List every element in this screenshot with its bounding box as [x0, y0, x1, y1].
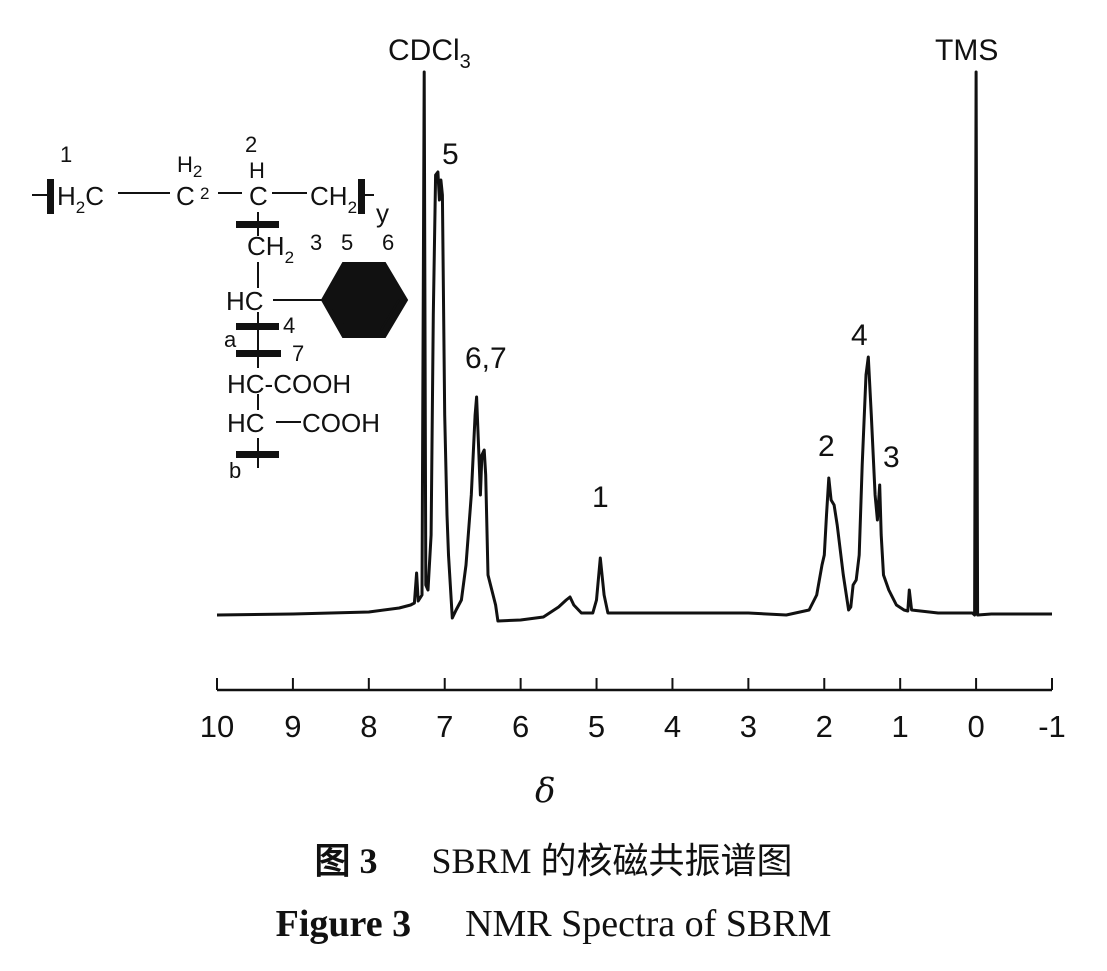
tms-label: TMS [935, 34, 998, 67]
x-tick-label: 2 [816, 709, 833, 744]
h2c-h: H [57, 181, 76, 211]
chemical-structure [32, 179, 409, 468]
c-ch: C [249, 181, 268, 211]
label-7: 7 [292, 341, 304, 366]
h2c-group: H2C [57, 181, 104, 217]
caption-en-text: NMR Spectra of SBRM [465, 903, 832, 945]
x-tick-label: 0 [967, 709, 984, 744]
spectrum-line [216, 70, 1052, 623]
peak-label-6-7: 6,7 [465, 342, 507, 375]
ch2-right-sub: 2 [348, 198, 357, 217]
caption-cn-label: 图 3 [314, 841, 378, 881]
caption-chinese: 图 3 SBRM 的核磁共振谱图 [0, 832, 1107, 884]
x-axis-label: δ [535, 771, 555, 811]
x-tick-label: -1 [1038, 709, 1066, 744]
ch2-side-ch: CH [247, 231, 285, 261]
h2c-sub: 2 [76, 198, 85, 217]
ch2-side-sub: 2 [285, 248, 294, 267]
x-tick-label: 10 [200, 709, 234, 744]
x-tick-label: 4 [664, 709, 681, 744]
ch2-side: CH2 [247, 231, 294, 267]
label-1: 1 [60, 142, 72, 167]
hc-1: HC [226, 286, 264, 316]
hc-2: HC [227, 408, 265, 438]
label-a: a [224, 327, 237, 352]
peak-label-5: 5 [442, 138, 459, 171]
ch2-right-ch: CH [310, 181, 348, 211]
x-tick-label: 7 [436, 709, 453, 744]
x-tick-label: 3 [740, 709, 757, 744]
y-label: y [376, 198, 389, 228]
label-6: 6 [382, 230, 394, 255]
caption-en-label: Figure 3 [275, 903, 412, 945]
peak-label-4: 4 [851, 319, 868, 352]
h2c-c: C [85, 181, 104, 211]
c2: C [176, 181, 195, 211]
h2-top-sub: 2 [193, 162, 202, 181]
x-tick-label: 5 [588, 709, 605, 744]
x-tick-label: 1 [892, 709, 909, 744]
peak-label-2: 2 [818, 430, 835, 463]
h2-top: H2 [177, 152, 202, 181]
x-tick-label: 8 [360, 709, 377, 744]
label-2: 2 [245, 132, 257, 157]
caption-cn-text: SBRM 的核磁共振谱图 [431, 841, 793, 881]
c2-sup: 2 [200, 184, 209, 203]
peak-label-1: 1 [592, 481, 609, 514]
label-4: 4 [283, 313, 295, 338]
cdcl3-label: CDCl3 [388, 34, 471, 73]
x-tick-label: 6 [512, 709, 529, 744]
x-tick-label: 9 [284, 709, 301, 744]
h2-top-h: H [177, 152, 193, 177]
label-5: 5 [341, 230, 353, 255]
caption-english: Figure 3 NMR Spectra of SBRM [0, 902, 1107, 946]
peak-label-3: 3 [883, 441, 900, 474]
ch2-right: CH2 [310, 181, 357, 217]
cooh-2: COOH [302, 408, 380, 438]
h-top: H [249, 158, 265, 183]
label-3: 3 [310, 230, 322, 255]
label-b: b [229, 458, 241, 483]
hc-cooh: HC-COOH [227, 369, 351, 399]
